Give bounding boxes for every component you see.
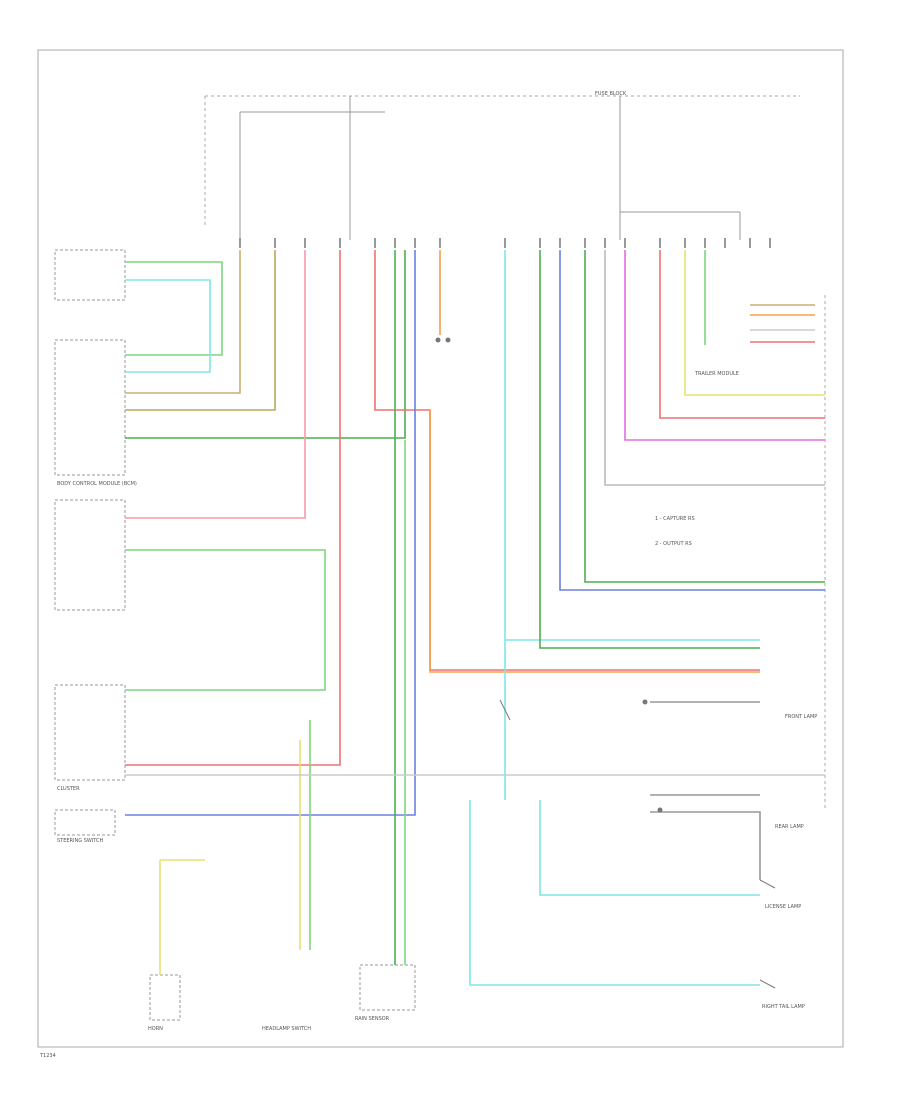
wire-blue-1 [125, 250, 416, 816]
module-box-bcm [54, 339, 126, 476]
label-rear-lamp: REAR LAMP [775, 824, 804, 830]
wire-gray-4 [650, 701, 760, 796]
wire-red-1 [125, 250, 341, 766]
wire-green-7 [539, 250, 760, 649]
label-fuse-block: FUSE BLOCK [595, 91, 627, 97]
footer-code: T1234 [39, 1053, 56, 1059]
label-front-lamp: FRONT LAMP [785, 714, 817, 720]
label-license-lamp: LICENSE LAMP [765, 904, 801, 910]
label-horn: HORN [148, 1026, 163, 1032]
wire-red-2 [374, 250, 760, 671]
label-cluster: CLUSTER [57, 786, 80, 792]
module-box-steering [54, 809, 116, 836]
wire-pink-1 [125, 250, 306, 519]
label-right-tail-lamp: RIGHT TAIL LAMP [762, 1004, 805, 1010]
wire-cyan-5 [469, 800, 760, 986]
wire-green-8 [584, 250, 825, 583]
top-power-bus [204, 95, 800, 240]
label-steering-switch: STEERING SWITCH [57, 838, 104, 844]
wire-blue-2 [559, 250, 825, 591]
module-box-1 [54, 249, 126, 301]
wire-olive-1 [125, 250, 241, 394]
switch-symbols [435, 337, 776, 989]
wire-magenta-1 [624, 250, 825, 441]
wire-cyan-4 [539, 800, 760, 896]
module-box-2 [54, 499, 126, 611]
wire-green-1 [125, 261, 223, 356]
top-connector-pins [239, 238, 771, 248]
wire-yellow-2 [159, 859, 205, 975]
diagram-frame [37, 49, 844, 1048]
label-trailer-module: TRAILER MODULE [694, 371, 739, 377]
label-rain-sensor: RAIN SENSOR [355, 1016, 390, 1022]
wire-gray-1 [604, 250, 825, 486]
wires [125, 250, 825, 986]
wire-red-3 [659, 250, 825, 419]
wire-olive-2 [125, 250, 276, 411]
legend-item-2: 2 - OUTPUT RS [655, 541, 692, 547]
label-bcm: BODY CONTROL MODULE (BCM) [57, 481, 137, 487]
module-box-horn [149, 974, 181, 1021]
wire-green-2 [125, 250, 406, 439]
legend-item-1: 1 - CAPTURE RS [655, 516, 695, 522]
wire-yellow-3 [684, 250, 825, 396]
label-headlamp-switch: HEADLAMP SWITCH [262, 1026, 311, 1032]
wire-cyan-1 [125, 279, 211, 373]
wire-gray-5 [650, 811, 761, 880]
module-box-cluster [54, 684, 126, 781]
wire-orange-1 [429, 410, 760, 673]
module-box-rain-sensor [359, 964, 416, 1011]
wire-green-3 [125, 549, 326, 691]
